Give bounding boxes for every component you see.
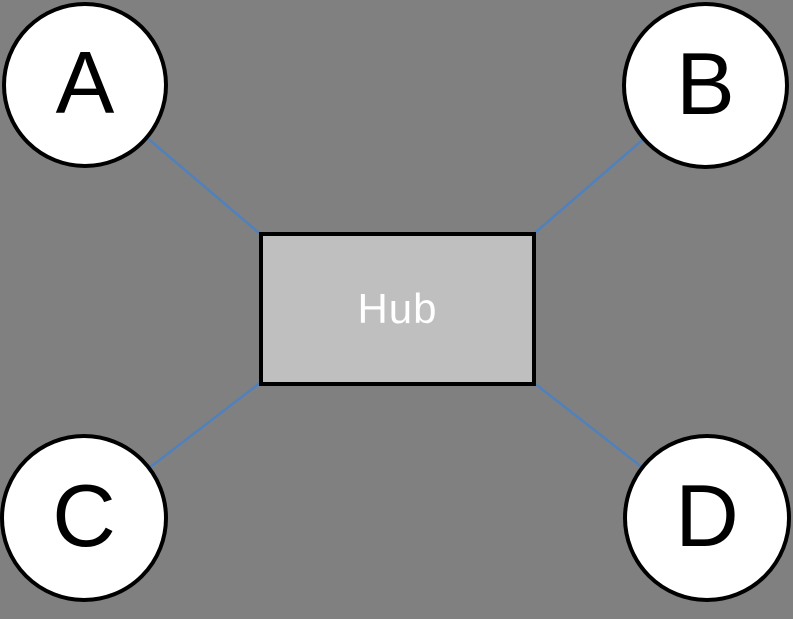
node-d-label: D — [675, 466, 739, 565]
node-c[interactable]: C — [0, 434, 168, 602]
node-c-label: C — [52, 466, 116, 565]
hub-label: Hub — [357, 285, 438, 332]
node-b-label: B — [676, 33, 735, 133]
node-b[interactable]: B — [622, 2, 789, 169]
node-d[interactable]: D — [623, 434, 791, 602]
node-a[interactable]: A — [2, 2, 168, 168]
hub-shape[interactable]: Hub — [259, 232, 536, 386]
node-a-label: A — [55, 33, 115, 132]
